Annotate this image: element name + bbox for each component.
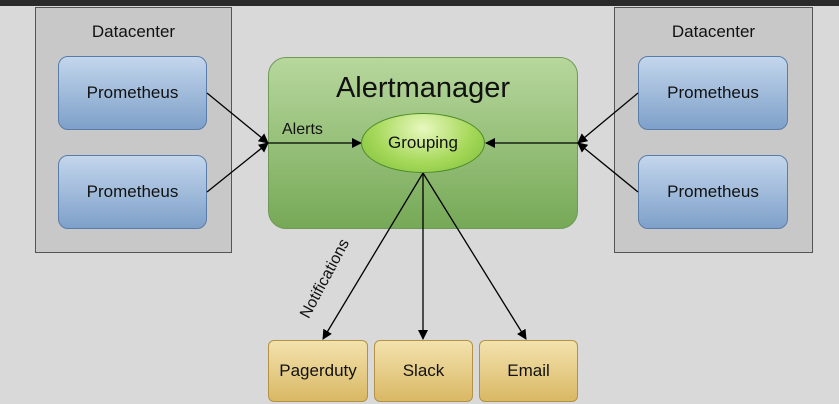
right-prometheus-bottom: Prometheus — [638, 155, 788, 229]
receiver-email: Email — [479, 340, 578, 402]
arrow-right-prom-bottom — [577, 142, 639, 193]
receiver-slack-label: Slack — [402, 361, 445, 380]
receiver-email-label: Email — [507, 361, 550, 380]
receiver-pagerduty-label: Pagerduty — [279, 361, 357, 380]
right-prometheus-top-label: Prometheus — [667, 83, 759, 102]
alertmanager-title: Alertmanager — [335, 72, 511, 104]
arrow-left-prom-bottom — [206, 142, 269, 193]
left-prometheus-bottom-label: Prometheus — [86, 182, 179, 201]
alerts-label: Alerts — [282, 121, 323, 138]
arrow-grouping-to-email — [422, 172, 527, 340]
left-prometheus-top: Prometheus — [58, 56, 207, 130]
right-prometheus-top: Prometheus — [638, 56, 788, 130]
arrow-left-prom-top — [206, 92, 269, 144]
grouping-node: Grouping — [361, 113, 485, 173]
arrow-right-prom-top — [577, 92, 639, 144]
receiver-pagerduty: Pagerduty — [268, 340, 368, 402]
left-prometheus-top-label: Prometheus — [86, 83, 179, 102]
right-datacenter-title: Datacenter — [671, 22, 756, 41]
left-datacenter-title: Datacenter — [91, 22, 176, 41]
right-prometheus-bottom-label: Prometheus — [667, 182, 759, 201]
left-prometheus-bottom: Prometheus — [58, 155, 207, 229]
receiver-slack: Slack — [374, 340, 473, 402]
arrow-grouping-to-pagerduty — [322, 172, 424, 340]
grouping-label: Grouping — [388, 133, 458, 152]
